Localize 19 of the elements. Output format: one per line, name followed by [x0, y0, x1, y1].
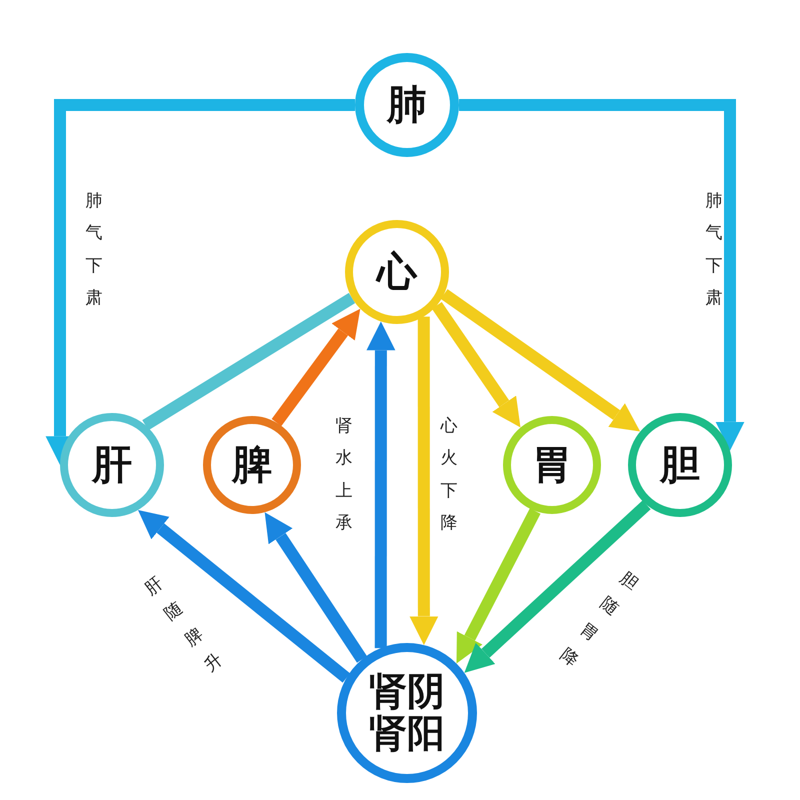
arrow: [464, 500, 651, 673]
connector-line: [142, 292, 356, 430]
arrow: [138, 510, 350, 683]
organ-circle: 脾: [203, 416, 301, 514]
organ-circle: 胃: [503, 416, 601, 514]
arrow: [410, 316, 438, 646]
organ-circle: 肺: [355, 53, 459, 157]
organ-circle: 心: [345, 220, 449, 324]
arrow: [46, 99, 355, 465]
arrow: [366, 322, 396, 648]
arrow: [459, 99, 744, 451]
arrow: [272, 308, 360, 426]
arrow: [432, 302, 520, 428]
arrow: [264, 512, 367, 663]
arrow: [440, 289, 640, 432]
organ-circle: 肝: [60, 413, 164, 517]
arrow: [456, 508, 541, 664]
organ-circle: 肾阴肾阳: [337, 643, 477, 783]
organ-circle: 胆: [628, 413, 732, 517]
